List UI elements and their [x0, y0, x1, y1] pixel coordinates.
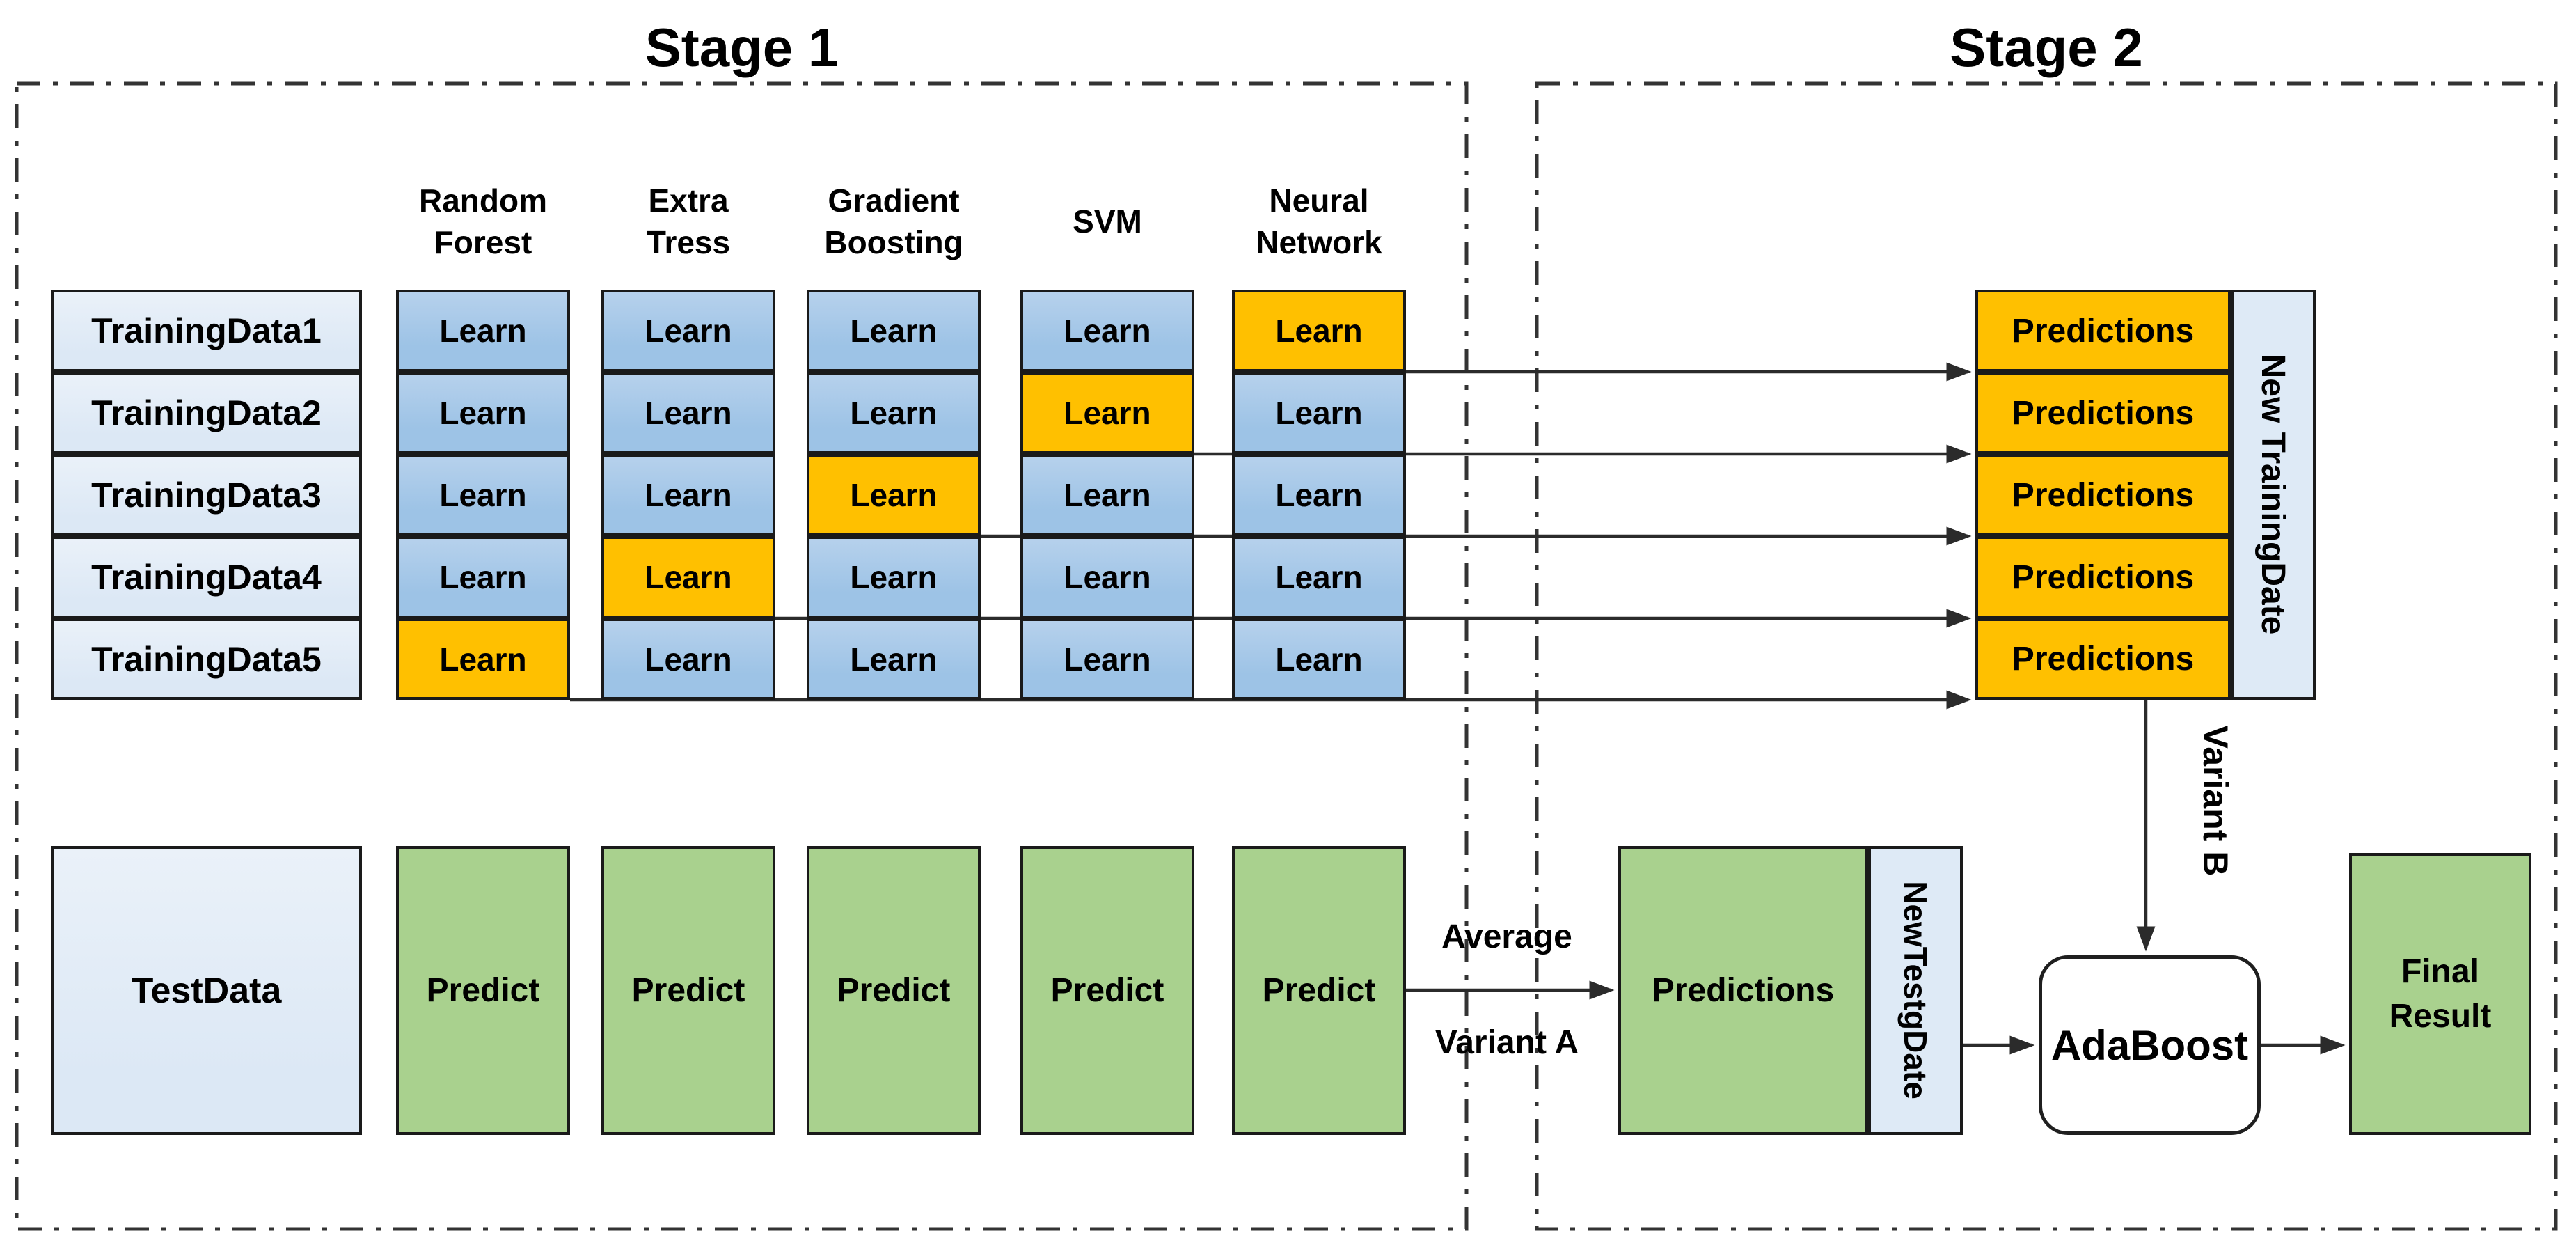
learn-cell: Learn: [1232, 372, 1406, 454]
learn-cell: Learn: [1232, 618, 1406, 700]
stage2-border: [1535, 81, 2558, 1231]
training-data-3-label: TrainingData3: [51, 454, 362, 536]
final-result-box: Final Result: [2349, 853, 2531, 1135]
predictions-cell: Predictions: [1975, 372, 2231, 454]
stage2-title: Stage 2: [1950, 16, 2143, 78]
learn-cell: Learn: [807, 618, 981, 700]
predictions-cell: Predictions: [1975, 454, 2231, 536]
learn-cell: Learn: [1020, 454, 1194, 536]
predictions-cell: Predictions: [1975, 618, 2231, 700]
final-result-line: Result: [2389, 997, 2492, 1035]
header-gradient-boosting: Gradient Boosting: [807, 162, 981, 281]
training-data-1-label: TrainingData1: [51, 290, 362, 372]
learn-cell: Learn: [396, 618, 570, 700]
learn-cell: Learn: [1232, 290, 1406, 372]
variant-a-label: Variant A: [1435, 1024, 1579, 1061]
predict-box: Predict: [1232, 846, 1406, 1135]
new-trainingdate-label: New TrainingDate: [2254, 354, 2292, 635]
learn-cell: Learn: [1232, 536, 1406, 618]
predict-box: Predict: [807, 846, 981, 1135]
predict-box: Predict: [601, 846, 775, 1135]
header-svm: SVM: [1020, 162, 1194, 281]
new-trainingdate-strip: [2231, 290, 2316, 700]
header-extra-tress: Extra Tress: [601, 162, 775, 281]
learn-cell: Learn: [601, 372, 775, 454]
learn-cell: Learn: [807, 290, 981, 372]
learn-cell: Learn: [601, 290, 775, 372]
final-result-line: Final: [2401, 953, 2479, 990]
predict-box: Predict: [1020, 846, 1194, 1135]
training-data-4-label: TrainingData4: [51, 536, 362, 618]
training-data-2-label: TrainingData2: [51, 372, 362, 454]
header-line: Gradient: [828, 182, 960, 219]
learn-cell: Learn: [1020, 536, 1194, 618]
predictions-cell: Predictions: [1975, 290, 2231, 372]
header-line: Neural: [1269, 182, 1369, 219]
learn-cell: Learn: [807, 536, 981, 618]
header-line: Extra: [648, 182, 729, 219]
header-line: Tress: [646, 224, 731, 260]
predict-box: Predict: [396, 846, 570, 1135]
header-line: Network: [1256, 224, 1382, 260]
predictions-test-box: Predictions: [1618, 846, 1868, 1135]
test-data-box: TestData: [51, 846, 362, 1135]
learn-cell: Learn: [396, 372, 570, 454]
stage1-border: [15, 81, 1469, 1231]
learn-cell: Learn: [396, 454, 570, 536]
header-random-forest: Random Forest: [396, 162, 570, 281]
learn-cell: Learn: [601, 454, 775, 536]
training-data-5-label: TrainingData5: [51, 618, 362, 700]
learn-cell: Learn: [396, 290, 570, 372]
average-label: Average: [1441, 918, 1572, 955]
learn-cell: Learn: [1020, 372, 1194, 454]
learn-cell: Learn: [601, 618, 775, 700]
learn-cell: Learn: [807, 454, 981, 536]
newtestgdate-strip: [1868, 846, 1963, 1135]
variant-b-label: Variant B: [2196, 725, 2235, 877]
newtestgdate-label: NewTestgDate: [1897, 881, 1934, 1099]
header-line: SVM: [1073, 203, 1142, 240]
header-neural-network: Neural Network: [1232, 162, 1406, 281]
adaboost-box: AdaBoost: [2039, 955, 2261, 1135]
stage1-title: Stage 1: [645, 16, 839, 78]
learn-cell: Learn: [1232, 454, 1406, 536]
header-line: Forest: [434, 224, 532, 260]
learn-cell: Learn: [1020, 618, 1194, 700]
learn-cell: Learn: [396, 536, 570, 618]
header-line: Boosting: [824, 224, 963, 260]
learn-cell: Learn: [1020, 290, 1194, 372]
header-line: Random: [419, 182, 547, 219]
learn-cell: Learn: [807, 372, 981, 454]
predictions-cell: Predictions: [1975, 536, 2231, 618]
learn-cell: Learn: [601, 536, 775, 618]
